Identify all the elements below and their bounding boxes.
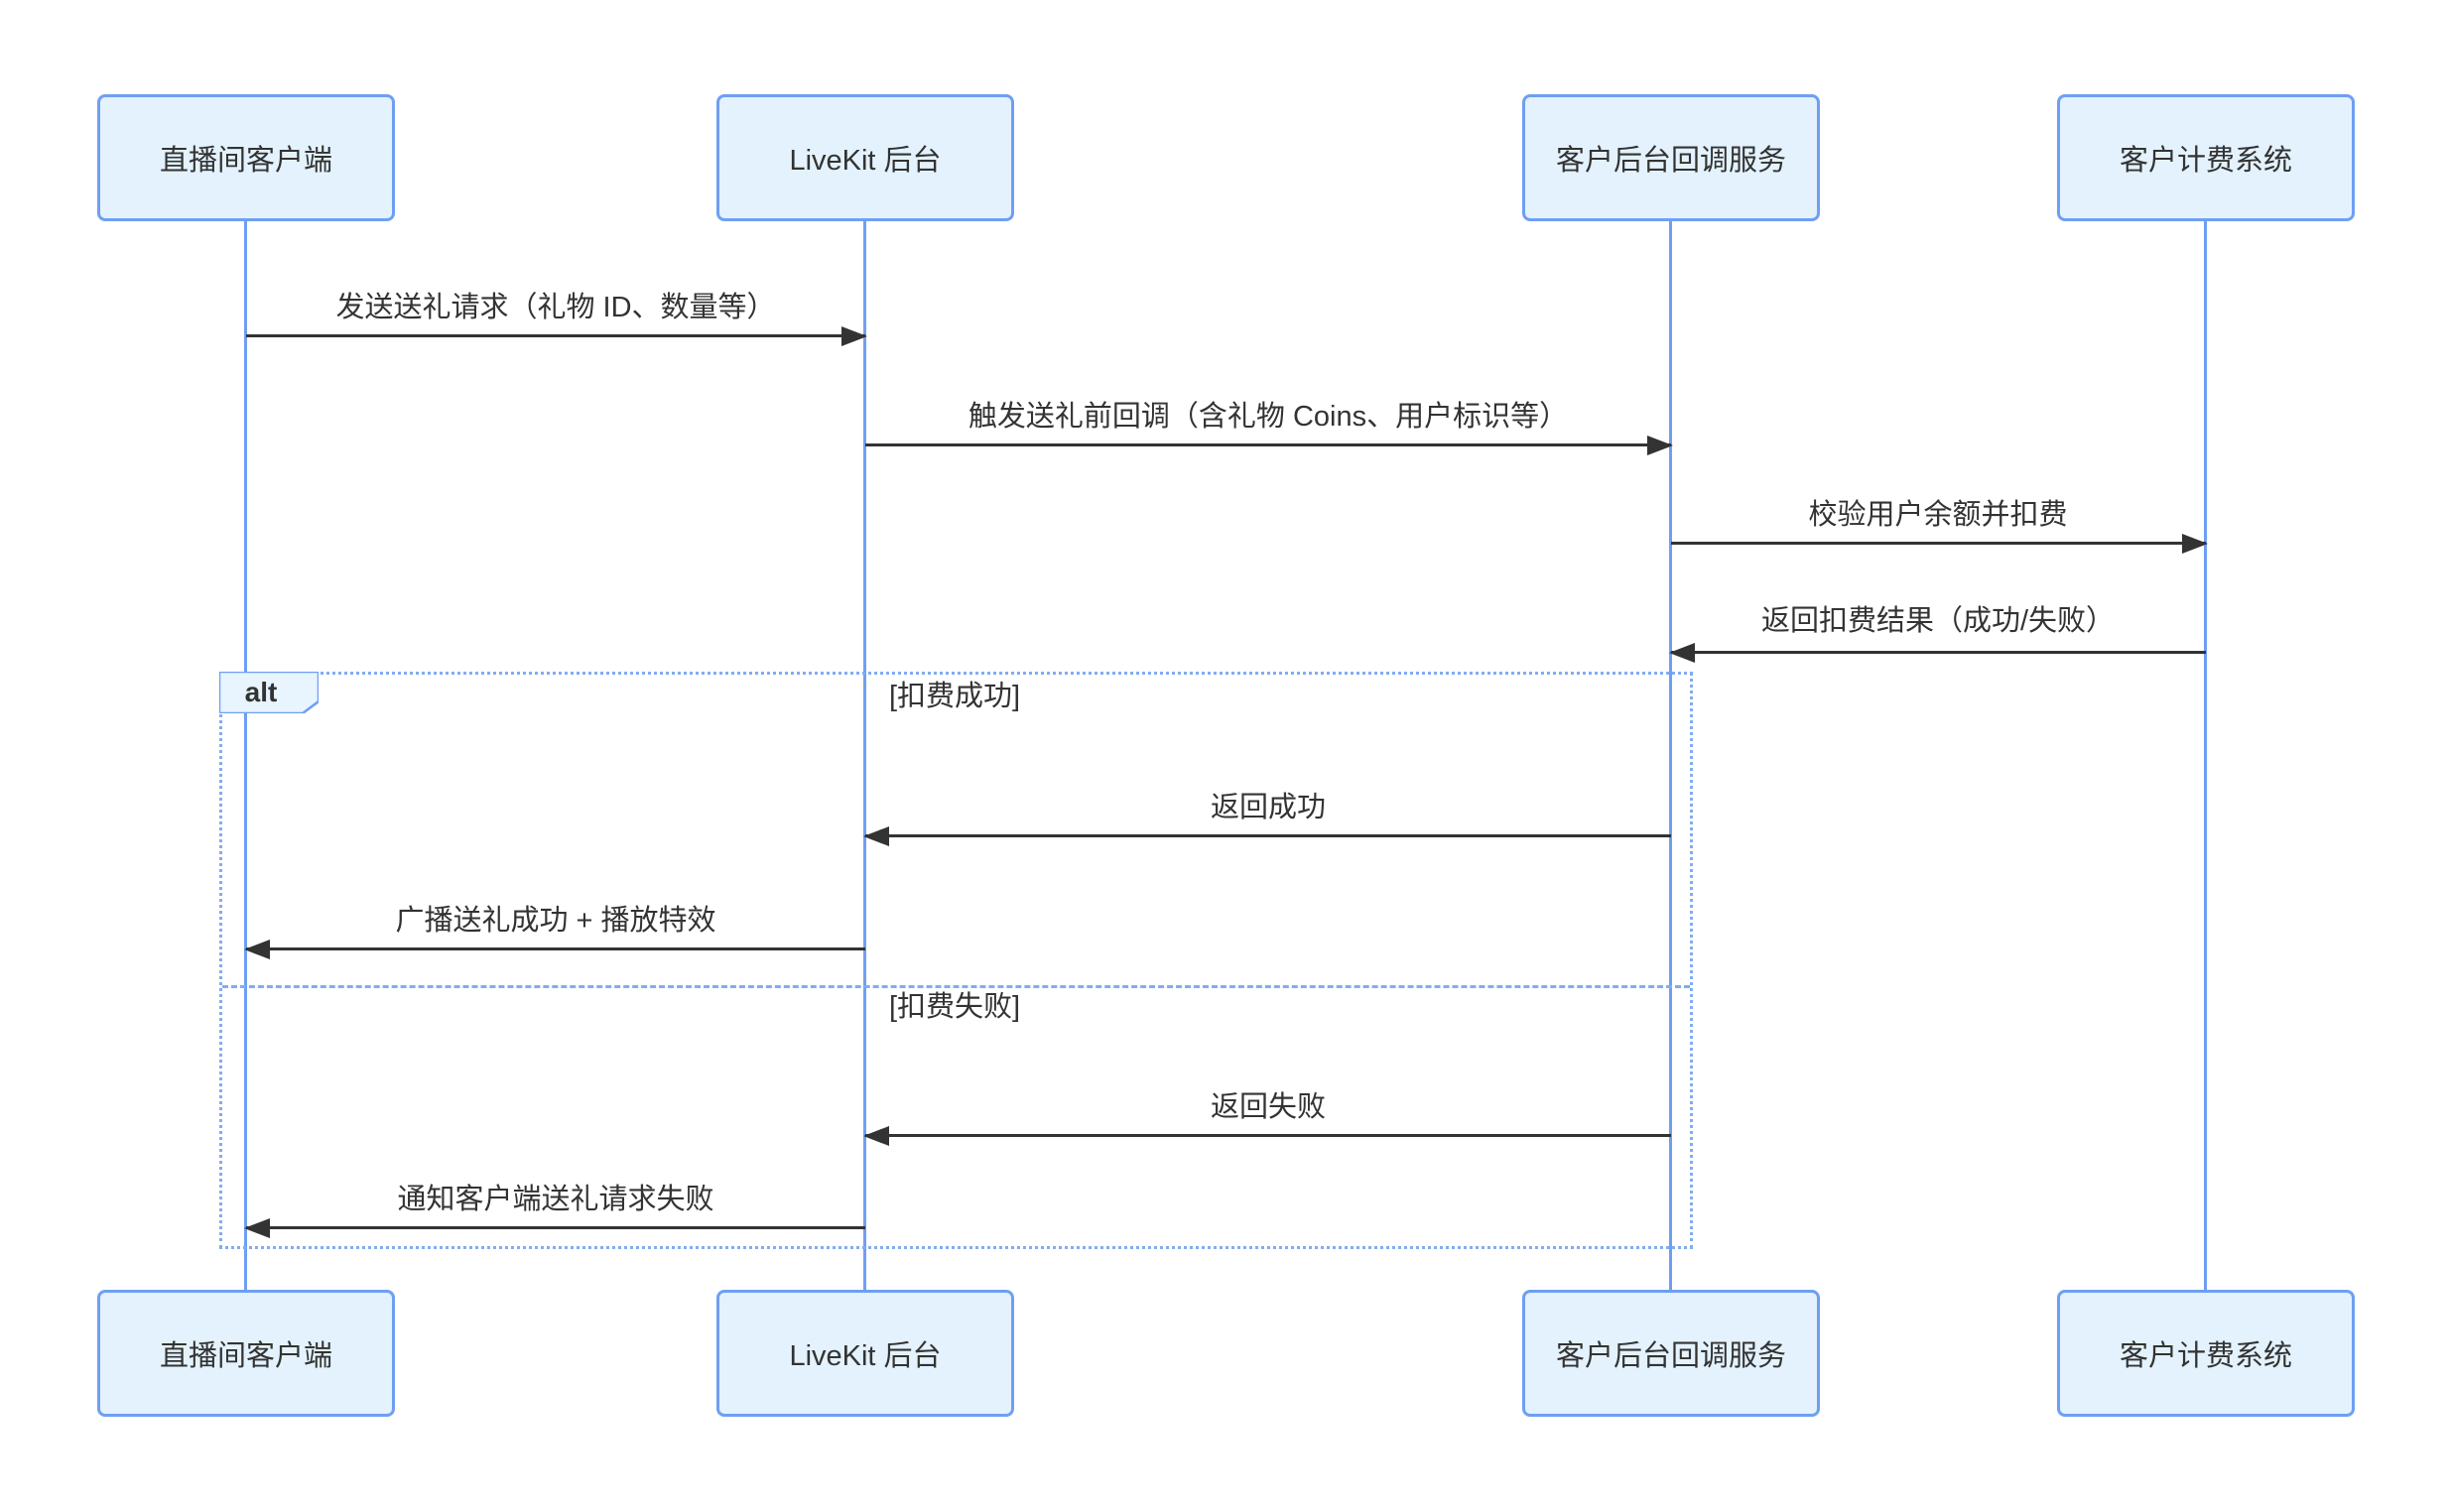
- participant-top-callback-service: 客户后台回调服务: [1522, 94, 1820, 221]
- participant-top-livekit-backend: LiveKit 后台: [716, 94, 1014, 221]
- message-label-7: 返回失败: [1210, 1091, 1327, 1123]
- participant-label: 直播间客户端: [159, 1340, 332, 1372]
- participant-top-live-room-client: 直播间客户端: [97, 94, 395, 221]
- participant-bottom-live-room-client: 直播间客户端: [97, 1290, 395, 1417]
- message-label-5: 返回成功: [1210, 792, 1327, 823]
- message-arrow-7: [865, 1134, 1671, 1137]
- lifeline-livekit-backend: [863, 221, 866, 1290]
- lifeline-live-room-client: [244, 221, 247, 1290]
- lifeline-billing-system: [2204, 221, 2207, 1290]
- message-label-2: 触发送礼前回调（含礼物 Coins、用户标识等）: [968, 401, 1569, 433]
- alt-label-tab: alt: [219, 672, 319, 713]
- lifeline-callback-service: [1669, 221, 1672, 1290]
- participant-label: 客户后台回调服务: [1555, 145, 1786, 177]
- message-label-8: 通知客户端送礼请求失败: [397, 1184, 714, 1215]
- participant-bottom-callback-service: 客户后台回调服务: [1522, 1290, 1820, 1417]
- alt-label: alt: [244, 677, 278, 707]
- message-arrow-4: [1671, 651, 2206, 654]
- alt-label-shape: [219, 672, 319, 713]
- participant-label: LiveKit 后台: [789, 1340, 942, 1372]
- message-arrow-6: [246, 947, 865, 950]
- participant-label: 客户计费系统: [2119, 145, 2292, 177]
- message-arrow-8: [246, 1226, 865, 1229]
- message-label-4: 返回扣费结果（成功/失败）: [1760, 605, 2116, 637]
- message-label-3: 校验用户余额并扣费: [1808, 499, 2068, 531]
- participant-bottom-billing-system: 客户计费系统: [2057, 1290, 2355, 1417]
- participant-bottom-livekit-backend: LiveKit 后台: [716, 1290, 1014, 1417]
- participant-label: 直播间客户端: [159, 145, 332, 177]
- participant-top-billing-system: 客户计费系统: [2057, 94, 2355, 221]
- alt-branch-divider: [222, 985, 1690, 988]
- participant-label: 客户后台回调服务: [1555, 1340, 1786, 1372]
- message-label-1: 发送送礼请求（礼物 ID、数量等）: [335, 292, 776, 323]
- message-label-6: 广播送礼成功 + 播放特效: [395, 905, 716, 937]
- alt-guard-success: [扣费成功]: [888, 681, 1021, 712]
- message-arrow-2: [865, 443, 1671, 446]
- participant-label: LiveKit 后台: [789, 145, 942, 177]
- alt-frame: [219, 672, 1693, 1249]
- message-arrow-3: [1671, 542, 2206, 545]
- message-arrow-5: [865, 834, 1671, 837]
- participant-label: 客户计费系统: [2119, 1340, 2292, 1372]
- alt-guard-failure: [扣费失败]: [888, 991, 1021, 1023]
- message-arrow-1: [246, 334, 865, 337]
